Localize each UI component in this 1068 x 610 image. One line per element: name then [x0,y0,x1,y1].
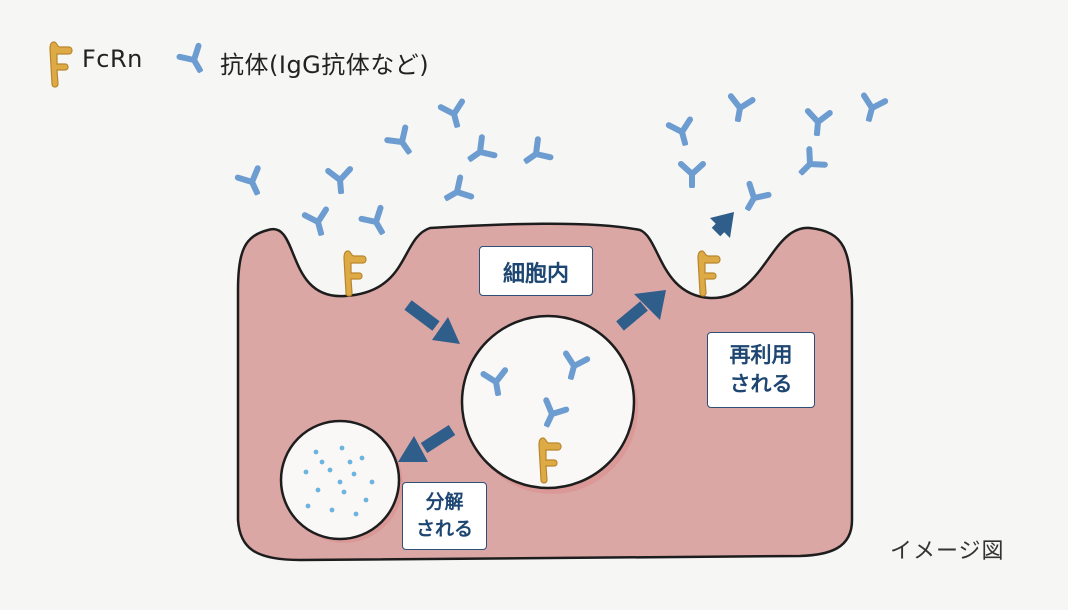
fcrn-left-membrane [343,250,367,297]
arrows [398,212,734,462]
fragment-dot [329,507,335,513]
recycle-label: 再利用 される [707,332,815,408]
fragment-dot [369,479,375,485]
arrow-to-endosome-head [432,317,460,344]
degrade-label: 分解 される [402,482,487,550]
fragment-dot [303,469,309,475]
fragment-dot [305,503,311,509]
fragment-dot [341,489,347,495]
antibody-legend-label: 抗体(IgG抗体など) [220,51,430,79]
fcrn-legend-icon [49,41,73,88]
fcrn-legend-label: FcRn [82,45,143,73]
caption-image-diagram: イメージ図 [890,539,1005,564]
antibody-legend-icon [179,46,209,76]
arrow-to-endosome [404,300,440,331]
degraded-fragments [303,445,375,517]
arrow-to-lysosome [420,424,456,454]
fragment-dot [319,459,325,465]
fragment-dot [351,471,357,477]
fragment-dot [359,455,365,461]
fragment-dot [327,467,333,473]
arrow-recycle-head [634,290,666,320]
fragment-dot [363,497,369,503]
fragment-dot [313,449,319,455]
fragment-dot [353,511,359,517]
arrow-to-lysosome-head [398,436,428,462]
fcrn-right-membrane [697,250,721,297]
intracellular-label: 細胞内 [479,246,593,296]
fragment-dot [339,445,345,451]
fragment-dot [315,487,321,493]
arrow-recycle [616,301,648,331]
fragment-dot [347,459,353,465]
antibodies-outside-right [669,95,885,213]
arrow-release-head [710,212,734,238]
antibodies-outside-left [238,101,551,237]
fragment-dot [337,479,343,485]
